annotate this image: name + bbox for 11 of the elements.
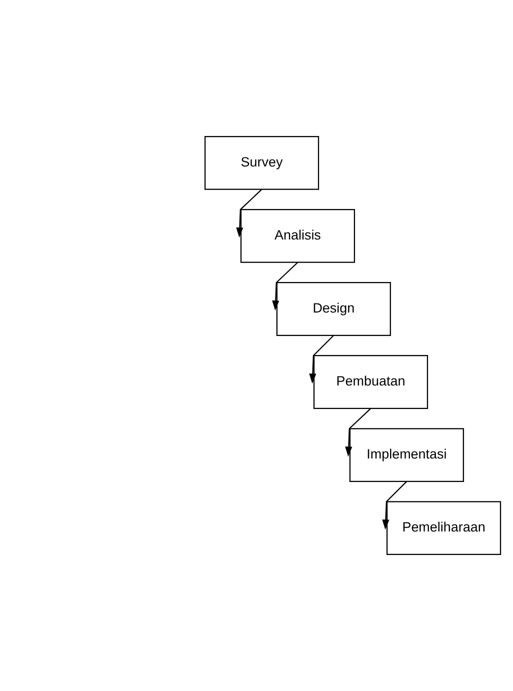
node-box: Pembuatan [312,355,428,409]
arrow [236,188,262,238]
node-box: Implementasi [348,428,464,482]
arrow [308,335,334,384]
arrow [272,262,298,311]
node-box: Design [276,282,390,336]
arrow [344,408,371,457]
node-box: Analisis [240,209,355,263]
node-box: Pemeliharaan [386,501,501,556]
node-box: Survey [204,136,319,190]
arrow [382,481,407,530]
